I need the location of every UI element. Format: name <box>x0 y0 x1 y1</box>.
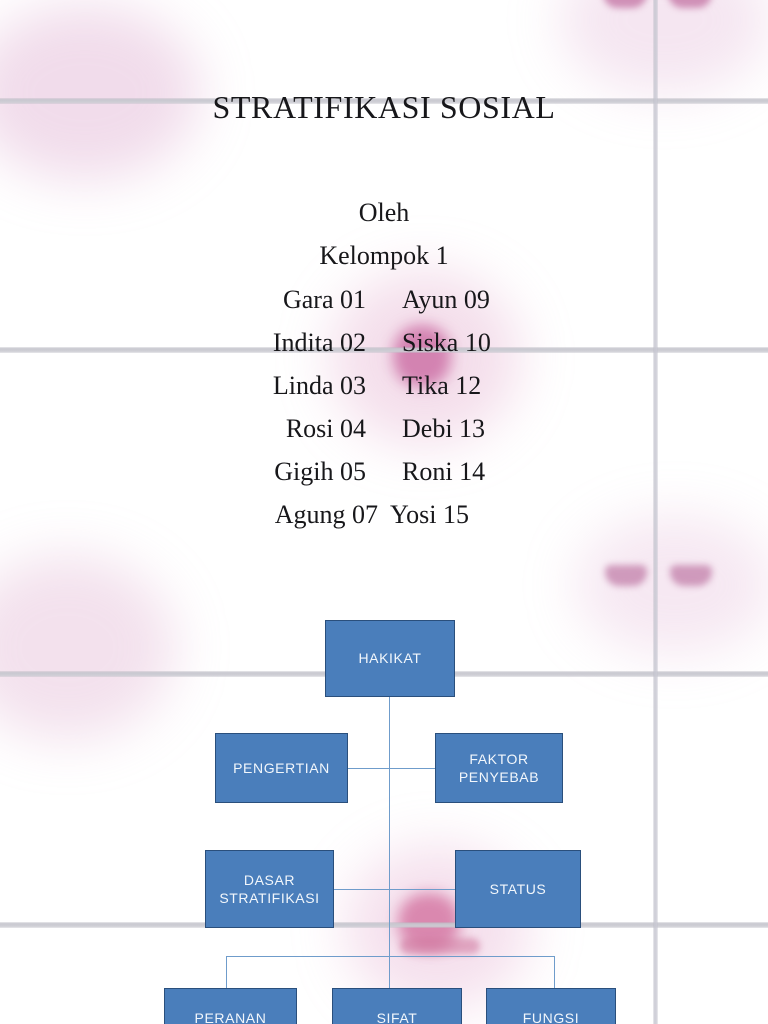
connector-drop-peranan <box>226 956 228 988</box>
node-dasar-line2: STRATIFIKASI <box>219 890 320 906</box>
node-status[interactable]: STATUS <box>455 850 581 928</box>
node-fungsi[interactable]: FUNGSI <box>486 988 616 1024</box>
connector-trunk-main <box>389 697 391 959</box>
roster-row: Agung 07 Yosi 15 <box>0 500 768 543</box>
roster-row: Rosi 04 Debi 13 <box>0 414 768 457</box>
node-dasar-line1: DASAR <box>243 871 296 888</box>
roster-name-left: Gara 01 <box>282 285 366 314</box>
node-fungsi-label: FUNGSI <box>522 1009 580 1024</box>
roster-name-right: Ayun 09 <box>402 285 490 314</box>
roster-name-right: Roni 14 <box>402 457 486 486</box>
connector-bus-bottom <box>226 956 555 958</box>
node-hakikat[interactable]: HAKIKAT <box>325 620 455 697</box>
node-peranan-label: PERANAN <box>194 1009 267 1024</box>
byline-label: Oleh <box>358 198 410 227</box>
node-faktor-line1: FAKTOR <box>469 750 529 767</box>
roster-row: Gara 01 Ayun 09 <box>0 285 768 328</box>
node-status-label: STATUS <box>489 880 547 897</box>
roster-name-left: Agung 07 <box>274 500 378 529</box>
node-sifat-label: SIFAT <box>376 1009 418 1024</box>
node-faktor-penyebab-label: FAKTOR PENYEBAB <box>459 750 539 786</box>
node-dasar-stratifikasi[interactable]: DASAR STRATIFIKASI <box>205 850 334 928</box>
roster-name-right: Yosi 15 <box>390 500 470 529</box>
node-faktor-line2: PENYEBAB <box>458 769 540 785</box>
connector-branch-status <box>389 889 455 891</box>
node-pengertian[interactable]: PENGERTIAN <box>215 733 348 803</box>
node-hakikat-label: HAKIKAT <box>358 650 422 667</box>
connector-branch-dasar <box>334 889 390 891</box>
roster-name-left: Gigih 05 <box>274 457 366 486</box>
roster-row: Gigih 05 Roni 14 <box>0 457 768 500</box>
connector-drop-fungsi <box>554 956 556 988</box>
node-dasar-label: DASAR STRATIFIKASI <box>219 871 319 907</box>
node-peranan[interactable]: PERANAN <box>164 988 297 1024</box>
node-pengertian-label: PENGERTIAN <box>233 759 330 776</box>
roster-name-left: Rosi 04 <box>285 414 366 443</box>
roster-name-right: Debi 13 <box>402 414 486 443</box>
connector-branch-pengertian <box>348 768 390 770</box>
page-title: STRATIFIKASI SOSIAL <box>212 89 556 125</box>
group-label: Kelompok 1 <box>319 241 449 270</box>
connector-drop-sifat <box>389 956 391 988</box>
connector-branch-faktor <box>389 768 435 770</box>
node-sifat[interactable]: SIFAT <box>332 988 462 1024</box>
node-faktor-penyebab[interactable]: FAKTOR PENYEBAB <box>435 733 563 803</box>
roster-name-left: Linda 03 <box>272 371 366 400</box>
